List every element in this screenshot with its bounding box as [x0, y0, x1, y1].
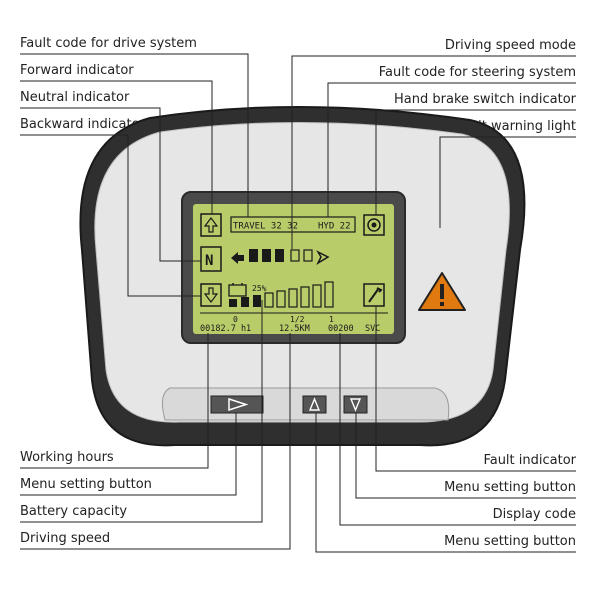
hand-brake-icon — [363, 214, 385, 236]
label-battery-capacity: Battery capacity — [20, 504, 128, 519]
battery-bar-7 — [300, 286, 310, 308]
scale-one: 1 — [329, 315, 334, 324]
label-forward-indicator: Forward indicator — [20, 63, 134, 78]
battery-bar-3 — [253, 295, 261, 307]
speed-readout: 12.5KM — [279, 324, 310, 334]
label-hand-brake-indicator: Hand brake switch indicator — [394, 92, 576, 107]
label-working-hours: Working hours — [20, 450, 114, 465]
leader-lines — [20, 53, 576, 553]
scale-zero: 0 — [233, 315, 238, 324]
speed-block-1 — [249, 249, 258, 262]
neutral-letter: N — [205, 253, 213, 269]
menu-button-down[interactable] — [343, 395, 368, 414]
backward-indicator-icon — [200, 283, 222, 307]
label-fault-indicator: Fault indicator — [483, 453, 576, 468]
label-menu-setting-button-down: Menu setting button — [444, 534, 576, 549]
warning-triangle-icon — [418, 272, 466, 311]
rabbit-icon — [316, 250, 330, 265]
label-menu-setting-button-right: Menu setting button — [444, 480, 576, 495]
fault-indicator-icon — [363, 283, 385, 307]
menu-button-up[interactable] — [302, 395, 327, 414]
label-driving-speed-mode: Driving speed mode — [444, 38, 576, 53]
travel-hyd-bar — [230, 216, 356, 233]
battery-bar-9 — [324, 281, 334, 308]
label-menu-setting-button-left: Menu setting button — [20, 477, 152, 492]
label-fault-code-steering: Fault code for steering system — [378, 65, 576, 80]
battery-bar-2 — [241, 297, 249, 307]
label-display-code: Display code — [492, 507, 576, 522]
hours-readout: 00182.7 h1 — [200, 324, 251, 334]
battery-icon — [228, 284, 247, 297]
battery-bar-6 — [288, 288, 298, 308]
forward-indicator-icon — [200, 213, 222, 237]
battery-gauge — [229, 281, 334, 308]
speed-block-3 — [275, 249, 284, 262]
battery-bar-4 — [264, 292, 274, 308]
menu-button-right[interactable] — [210, 395, 264, 414]
hyd-readout: HYD 22 — [318, 222, 351, 232]
speed-block-5 — [303, 249, 313, 262]
battery-bar-1 — [229, 299, 237, 307]
speed-block-2 — [262, 249, 271, 262]
speed-block-4 — [290, 249, 300, 262]
battery-bar-8 — [312, 284, 322, 308]
label-fault-code-drive: Fault code for drive system — [20, 36, 197, 51]
label-neutral-indicator: Neutral indicator — [20, 90, 130, 105]
neutral-indicator-icon — [200, 246, 222, 272]
turtle-icon — [231, 252, 244, 264]
battery-bar-5 — [276, 290, 286, 308]
label-driving-speed: Driving speed — [20, 531, 111, 546]
svc-readout: SVC — [365, 324, 380, 334]
label-backward-indicator: Backward indicator — [20, 117, 145, 132]
travel-readout: TRAVEL 32 32 — [233, 222, 298, 232]
display-code-readout: 00200 — [328, 324, 354, 334]
scale-half: 1/2 — [290, 315, 305, 324]
battery-percent: 25% — [252, 284, 267, 293]
